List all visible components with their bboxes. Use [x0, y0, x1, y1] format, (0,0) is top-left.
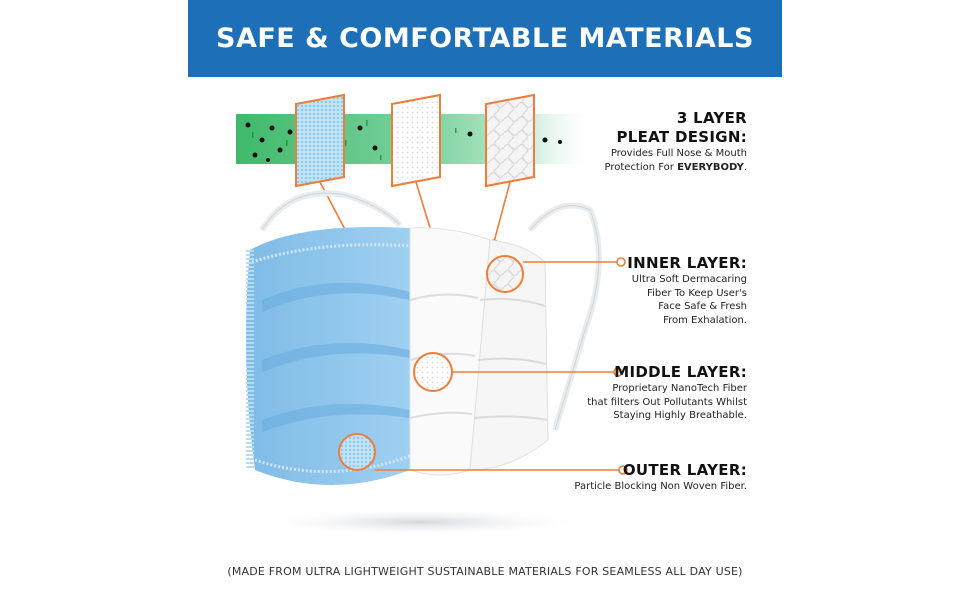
pleat-heading-line2: PLEAT DESIGN:: [616, 128, 747, 146]
outer-layer-callout: OUTER LAYER: Particle Blocking Non Woven…: [574, 461, 747, 492]
inner-layer-magnifier: [486, 255, 626, 293]
inner-layer-callout: INNER LAYER: Ultra Soft Dermacaring Fibe…: [627, 254, 747, 326]
outer-layer-heading: OUTER LAYER:: [622, 461, 747, 479]
pleat-design-callout: 3 LAYER PLEAT DESIGN: Provides Full Nose…: [605, 109, 748, 174]
middle-layer-heading: MIDDLE LAYER:: [614, 363, 747, 381]
mask-inner-layer: [469, 239, 549, 471]
middle-filter-panel: [391, 93, 441, 188]
pleat-heading-line1: 3 LAYER: [676, 109, 747, 127]
inner-layer-heading: INNER LAYER:: [627, 254, 747, 272]
outer-filter-panel: [295, 93, 345, 188]
middle-layer-callout: MIDDLE LAYER: Proprietary NanoTech Fiber…: [587, 363, 747, 421]
banner-title: SAFE & COMFORTABLE MATERIALS: [216, 23, 754, 54]
outer-layer-magnifier: [338, 433, 628, 475]
pleat-body-line1: Provides Full Nose & Mouth: [610, 148, 747, 159]
mask-outer-layer: [246, 226, 411, 486]
pleat-body-line2: Protection For EVERYBODY.: [604, 161, 748, 173]
middle-layer-magnifier: [413, 352, 623, 392]
title-banner: SAFE & COMFORTABLE MATERIALS: [188, 0, 782, 77]
inner-filter-panel: [485, 93, 535, 188]
footer-note: (MADE FROM ULTRA LIGHTWEIGHT SUSTAINABLE…: [227, 565, 743, 578]
